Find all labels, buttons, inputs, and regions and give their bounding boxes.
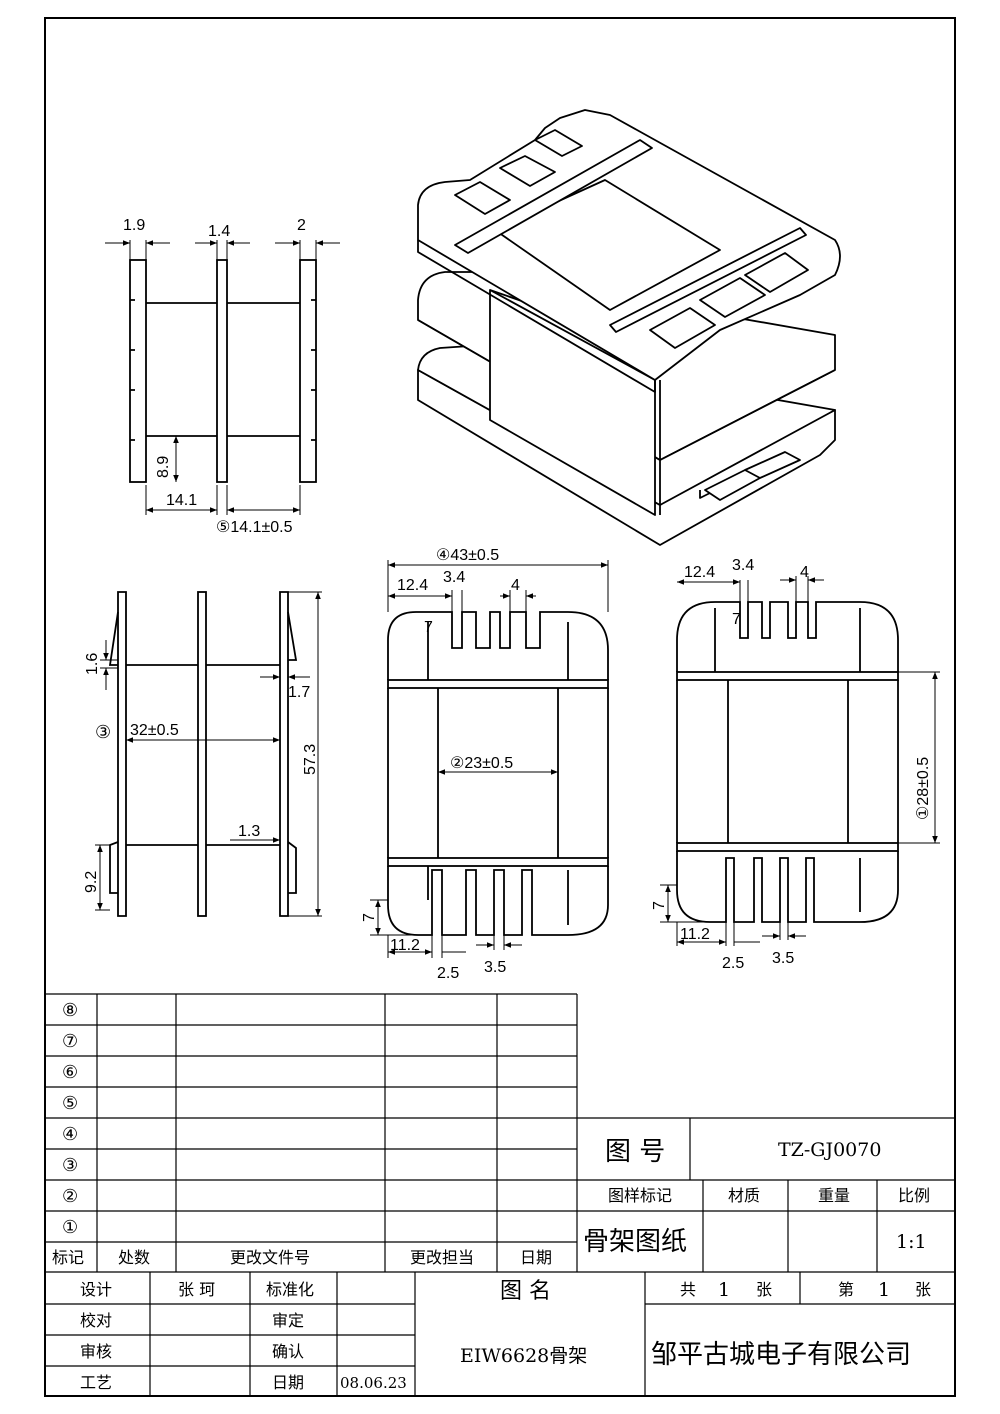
dim-12-4-front: 12.4 <box>397 577 428 594</box>
dim-11-2-rear: 11.2 <box>680 926 710 943</box>
drawing-no: TZ-GJ0070 <box>778 1139 881 1161</box>
dim-7-rear-bottom: 7 <box>651 901 668 910</box>
rev-row-5: ⑤ <box>62 1093 78 1114</box>
dim-28-tol: ①28±0.5 <box>915 757 932 820</box>
company-name: 邹平古城电子有限公司 <box>651 1340 911 1370</box>
front-view <box>387 611 609 936</box>
side-view-top-dims <box>105 240 340 515</box>
dim-14-1: 14.1 <box>166 492 197 509</box>
scale-label: 比例 <box>898 1186 930 1205</box>
side-view-bottom-dims <box>95 591 322 917</box>
rev-header-person: 更改担当 <box>410 1248 474 1267</box>
rev-header-mark: 标记 <box>52 1248 84 1267</box>
doc-type: 骨架图纸 <box>583 1227 687 1257</box>
sheet-label: 第 <box>838 1280 854 1299</box>
rev-row-4: ④ <box>62 1124 78 1145</box>
rev-row-2: ② <box>62 1186 78 1207</box>
designer-name: 张 珂 <box>178 1280 215 1299</box>
dim-4-rear: 4 <box>800 564 809 581</box>
dim-43-tol: ④43±0.5 <box>436 547 499 564</box>
date-value: 08.06.23 <box>340 1374 407 1392</box>
rev-row-7: ⑦ <box>62 1031 78 1052</box>
dim-3-5-front: 3.5 <box>484 959 506 976</box>
dim-12-4-rear: 12.4 <box>684 564 715 581</box>
front-view-dims <box>370 560 609 958</box>
dim-9-2: 9.2 <box>83 871 100 893</box>
isometric-view <box>417 109 841 546</box>
sheet-unit-total: 张 <box>756 1280 772 1299</box>
total-sheets: 1 <box>718 1279 730 1301</box>
dim-32-tol: 32±0.5 <box>130 722 179 739</box>
rev-row-6: ⑥ <box>62 1062 78 1083</box>
dim-3-4-front: 3.4 <box>443 569 465 586</box>
dim-11-2-front: 11.2 <box>390 937 420 954</box>
dim-7-rear-top: 7 <box>732 611 741 628</box>
rev-row-1: ① <box>62 1217 78 1238</box>
dim-7-front-top: 7 <box>424 619 433 636</box>
dim-8-9: 8.9 <box>155 456 172 478</box>
dim-57-3: 57.3 <box>302 744 319 775</box>
confirm-label: 确认 <box>272 1342 304 1361</box>
dim-14-1-tol: ⑤14.1±0.5 <box>216 519 293 536</box>
dim-2: 2 <box>297 217 306 234</box>
standard-label: 标准化 <box>266 1280 314 1299</box>
review-label: 审核 <box>80 1342 112 1361</box>
dim-circle-3: ③ <box>95 722 111 743</box>
dim-2-5-front: 2.5 <box>437 965 459 982</box>
scale-value: 1:1 <box>896 1231 927 1253</box>
dim-1-6: 1.6 <box>84 653 101 675</box>
sample-mark-label: 图样标记 <box>608 1186 672 1205</box>
check-label: 校对 <box>80 1311 112 1330</box>
dim-3-4-rear: 3.4 <box>732 557 754 574</box>
dim-3-5-rear: 3.5 <box>772 950 794 967</box>
rev-header-file: 更改文件号 <box>230 1248 310 1267</box>
part-name: EIW6628骨架 <box>460 1345 587 1367</box>
rev-header-count: 处数 <box>118 1248 150 1267</box>
material-label: 材质 <box>728 1186 760 1205</box>
dim-1-9: 1.9 <box>123 217 145 234</box>
rev-header-date: 日期 <box>520 1248 552 1267</box>
sheet-unit-current: 张 <box>915 1280 931 1299</box>
sheet-no: 1 <box>878 1279 890 1301</box>
side-view-bottom <box>108 591 298 917</box>
dim-1-7: 1.7 <box>288 684 310 701</box>
dim-1-4: 1.4 <box>208 223 230 240</box>
approve-label: 审定 <box>272 1311 304 1330</box>
side-view-top <box>129 259 317 483</box>
dim-4-front: 4 <box>511 577 520 594</box>
dim-7-front-bottom: 7 <box>361 913 378 922</box>
rear-view-dims <box>660 576 940 946</box>
dim-23-tol: ②23±0.5 <box>450 755 513 772</box>
title-block <box>45 1118 955 1396</box>
total-label: 共 <box>680 1280 696 1299</box>
date-label: 日期 <box>272 1373 304 1392</box>
rear-view <box>676 601 899 923</box>
drawing-name-label: 图 名 <box>500 1279 551 1304</box>
process-label: 工艺 <box>80 1373 112 1392</box>
rev-row-3: ③ <box>62 1155 78 1176</box>
drawing-no-label: 图 号 <box>605 1137 665 1167</box>
revision-table <box>45 993 955 1273</box>
dim-1-3: 1.3 <box>238 823 260 840</box>
weight-label: 重量 <box>818 1186 850 1205</box>
design-label: 设计 <box>80 1280 112 1299</box>
dim-2-5-rear: 2.5 <box>722 955 744 972</box>
sheet-border <box>44 17 956 1397</box>
rev-row-8: ⑧ <box>62 1000 78 1021</box>
